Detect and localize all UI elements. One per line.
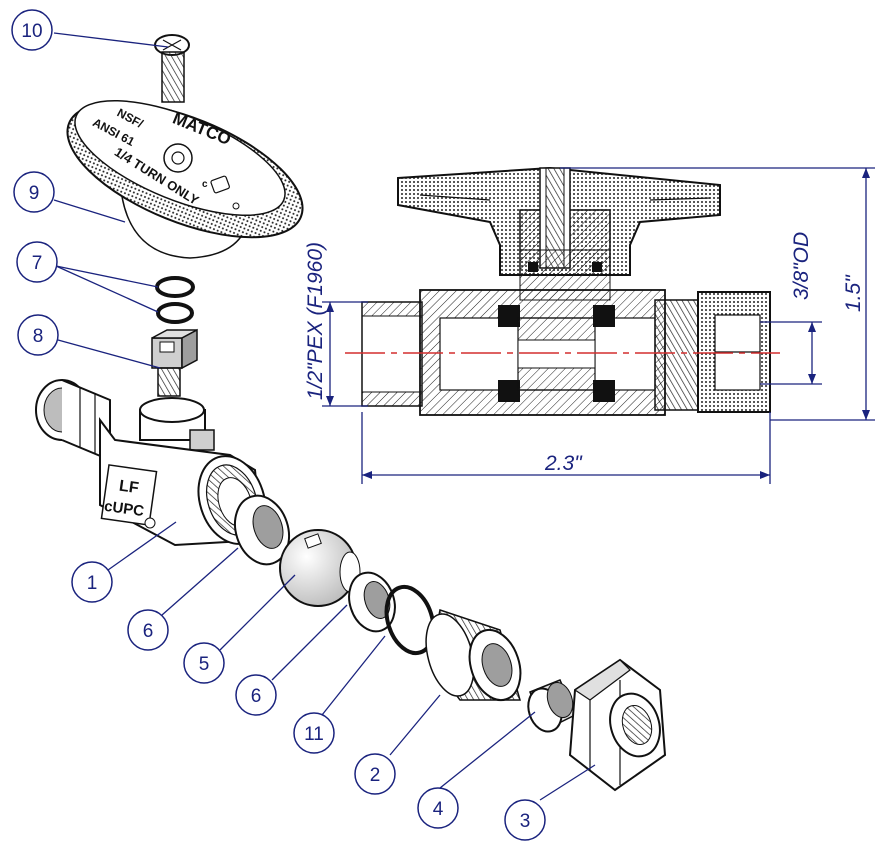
callout-number: 6 — [251, 686, 262, 707]
seat-part-6a — [234, 494, 290, 566]
callout-number: 7 — [32, 253, 43, 274]
callout-number: 9 — [29, 183, 40, 204]
handle-knob-part-9: MATCO NSF/ ANSI 61 1/4 TURN ONLY c — [66, 100, 304, 259]
callout-2: 2 — [354, 753, 396, 795]
callout-9: 9 — [13, 171, 55, 213]
callout-number: 6 — [143, 621, 154, 642]
callout-7: 7 — [16, 241, 58, 283]
screw-part-10 — [154, 34, 190, 103]
cross-section-view — [345, 166, 780, 416]
dimension-height: 1.5" — [842, 274, 865, 312]
callout-10: 10 — [11, 9, 53, 51]
dimension-pex-inlet: 1/2"PEX (F1960) — [304, 242, 327, 400]
dimension-od-outlet: 3/8"OD — [790, 232, 813, 300]
callout-number: 1 — [87, 573, 98, 594]
compression-nut-part-3 — [568, 658, 667, 792]
callout-number: 3 — [520, 811, 531, 832]
ball-part-5 — [279, 529, 361, 607]
adapter-part-2 — [425, 609, 522, 702]
callout-number: 11 — [304, 724, 324, 745]
callout-4: 4 — [417, 787, 459, 829]
callout-5: 5 — [183, 642, 225, 684]
callout-6-second: 6 — [235, 674, 277, 716]
callout-number: 4 — [433, 799, 444, 820]
body-label-lf: LF — [118, 478, 140, 498]
o-ring-part-11 — [384, 584, 436, 656]
callout-1: 1 — [71, 561, 113, 603]
knob-c-mark: c — [202, 179, 208, 190]
o-rings-part-7 — [155, 276, 195, 324]
callout-number: 5 — [199, 654, 210, 675]
body-label-cupc: cUPC — [103, 498, 145, 520]
ferrule-part-4 — [527, 679, 576, 733]
callout-number: 8 — [33, 326, 44, 347]
callout-6: 6 — [127, 609, 169, 651]
callout-leaders — [53, 32, 596, 801]
stem-part-8 — [151, 328, 198, 397]
seat-part-6b — [348, 571, 396, 633]
callout-3: 3 — [504, 799, 546, 841]
callout-8: 8 — [17, 314, 59, 356]
callout-number: 10 — [21, 21, 42, 42]
dimension-length: 2.3" — [544, 452, 583, 475]
registered-mark-icon — [144, 517, 156, 529]
callout-11: 11 — [293, 712, 335, 754]
valve-body-part-1: LF cUPC — [35, 379, 267, 547]
callout-number: 2 — [370, 765, 381, 786]
certification-badge-icon — [210, 175, 240, 210]
dimension-lines: 1/2"PEX (F1960) 3/8"OD 1.5" 2.3" — [304, 167, 875, 484]
